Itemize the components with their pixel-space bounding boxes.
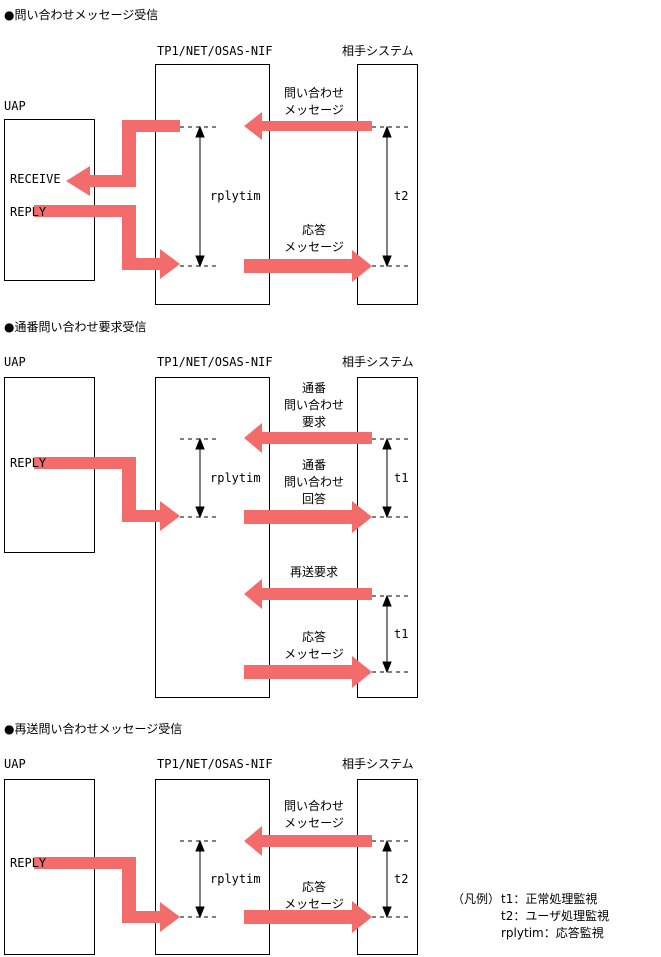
msg-seq-answer-line1: 通番 bbox=[302, 458, 326, 472]
msg-seq-answer-line2: 問い合わせ bbox=[284, 474, 344, 489]
section-resend-inquiry: ●再送問い合わせメッセージ受信 UAP TP1/NET/OSAS-NIF 相手シ… bbox=[4, 721, 418, 955]
uap-label: UAP bbox=[4, 99, 26, 113]
tp1-label: TP1/NET/OSAS-NIF bbox=[157, 44, 273, 58]
legend-item-rplytim: rplytim：応答監視 bbox=[501, 925, 604, 940]
arrow-inquiry bbox=[244, 826, 372, 856]
section-title: ●通番問い合わせ要求受信 bbox=[4, 319, 146, 334]
partner-label: 相手システム bbox=[342, 44, 414, 58]
arrow-reply bbox=[34, 205, 180, 279]
partner-box bbox=[357, 377, 418, 698]
partner-box bbox=[357, 779, 418, 955]
legend: （凡例） t1：正常処理監視 t2：ユーザ処理監視 rplytim：応答監視 bbox=[452, 891, 609, 940]
reply-label: REPLY bbox=[10, 456, 47, 470]
legend-item-t2: t2：ユーザ処理監視 bbox=[501, 908, 609, 923]
arrow-resend-request bbox=[244, 579, 372, 609]
tp1-box bbox=[155, 377, 270, 698]
reply-label: REPLY bbox=[10, 856, 47, 870]
arrow-seq-answer bbox=[244, 501, 372, 533]
msg-response-line1: 応答 bbox=[302, 879, 326, 894]
legend-title: （凡例） bbox=[452, 892, 500, 906]
tp1-label: TP1/NET/OSAS-NIF bbox=[157, 757, 273, 771]
msg-response-line1: 応答 bbox=[302, 629, 326, 644]
reply-label: REPLY bbox=[10, 205, 47, 219]
uap-label: UAP bbox=[4, 757, 26, 771]
timer-rplytim: rplytim bbox=[210, 872, 261, 886]
msg-seq-answer-line3: 回答 bbox=[302, 491, 326, 506]
arrow-inquiry bbox=[244, 112, 372, 140]
timer-t2: t2 bbox=[394, 872, 408, 886]
tp1-box bbox=[155, 779, 270, 955]
partner-label: 相手システム bbox=[342, 757, 414, 771]
arrow-receive bbox=[66, 120, 180, 196]
msg-response-line1: 応答 bbox=[302, 222, 326, 237]
partner-box bbox=[357, 64, 418, 305]
timer-t1: t1 bbox=[394, 471, 408, 485]
msg-inquiry-line2: メッセージ bbox=[284, 103, 344, 117]
msg-response-line2: メッセージ bbox=[284, 240, 344, 254]
arrow-seq-request bbox=[244, 423, 372, 453]
uap-label: UAP bbox=[4, 355, 26, 369]
tp1-label: TP1/NET/OSAS-NIF bbox=[157, 355, 273, 369]
tp1-box bbox=[155, 64, 270, 305]
timer-spans bbox=[195, 437, 392, 674]
msg-seq-request-line3: 要求 bbox=[302, 415, 326, 429]
legend-item-t1: t1：正常処理監視 bbox=[501, 891, 597, 906]
timer-t2: t2 bbox=[394, 189, 408, 203]
msg-inquiry-line2: メッセージ bbox=[284, 816, 344, 830]
message-arrows bbox=[34, 423, 372, 688]
message-arrows bbox=[34, 112, 372, 282]
msg-inquiry-line1: 問い合わせ bbox=[284, 85, 344, 100]
section-title: ●問い合わせメッセージ受信 bbox=[4, 7, 158, 22]
arrow-response bbox=[244, 656, 372, 688]
arrow-reply bbox=[34, 857, 180, 932]
timer-rplytim: rplytim bbox=[210, 189, 261, 203]
section-inquiry-message: ●問い合わせメッセージ受信 UAP TP1/NET/OSAS-NIF 相手システ… bbox=[4, 7, 418, 305]
msg-seq-request-line1: 通番 bbox=[302, 381, 326, 395]
timer-rplytim: rplytim bbox=[210, 471, 261, 485]
msg-inquiry-line1: 問い合わせ bbox=[284, 798, 344, 813]
partner-label: 相手システム bbox=[342, 355, 414, 369]
section-title: ●再送問い合わせメッセージ受信 bbox=[4, 721, 182, 736]
uap-box bbox=[4, 119, 95, 281]
arrow-response bbox=[244, 901, 372, 933]
receive-label: RECEIVE bbox=[10, 172, 61, 186]
arrow-reply bbox=[34, 457, 180, 531]
timer-t1-second: t1 bbox=[394, 627, 408, 641]
section-sequence-inquiry: ●通番問い合わせ要求受信 UAP TP1/NET/OSAS-NIF 相手システム… bbox=[4, 319, 418, 698]
msg-seq-request-line2: 問い合わせ bbox=[284, 397, 344, 412]
message-arrows bbox=[34, 826, 372, 933]
timer-spans bbox=[195, 125, 392, 268]
msg-response-line2: メッセージ bbox=[284, 647, 344, 661]
arrow-response bbox=[244, 250, 372, 282]
msg-response-line2: メッセージ bbox=[284, 897, 344, 911]
timer-spans bbox=[195, 839, 392, 919]
msg-resend-request: 再送要求 bbox=[290, 564, 338, 579]
